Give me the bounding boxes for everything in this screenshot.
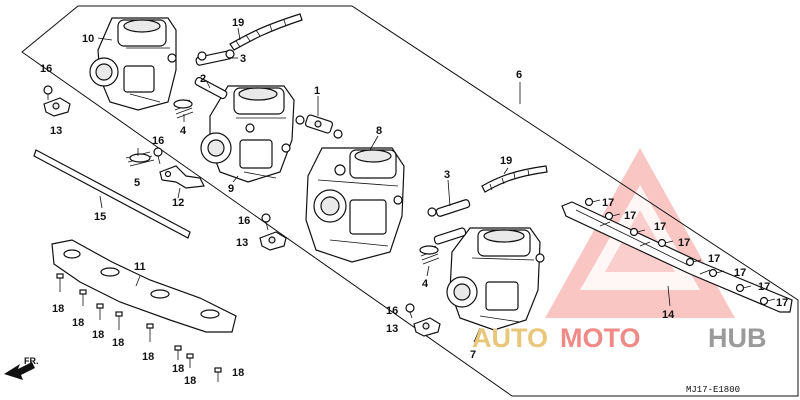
spring-4-top	[173, 99, 194, 119]
callout-4-mid: 4	[422, 278, 429, 290]
callout-17-c: 17	[654, 221, 666, 233]
screws-17	[584, 197, 776, 306]
callout-18-g: 18	[184, 375, 196, 387]
bolts-18	[56, 273, 222, 382]
bracket-plate-11	[51, 239, 237, 333]
callout-13-mid: 13	[236, 237, 248, 249]
callout-10: 10	[82, 33, 94, 45]
callout-17-f: 17	[734, 267, 746, 279]
joint-pipes-mid	[427, 199, 471, 245]
carburetor-9	[200, 85, 295, 183]
direction-label: FR.	[24, 356, 39, 366]
watermark-auto: AUTO	[472, 323, 548, 353]
callout-18-c: 18	[92, 329, 104, 341]
callout-16-b: 16	[238, 215, 250, 227]
callout-16-c: 16	[386, 305, 398, 317]
callout-9: 9	[228, 183, 234, 195]
callout-18-a: 18	[52, 303, 64, 315]
callout-5: 5	[134, 177, 140, 189]
callout-6: 6	[516, 69, 522, 81]
callout-4-top: 4	[180, 125, 187, 137]
callout-1: 1	[314, 85, 320, 97]
bracket-12	[159, 165, 205, 189]
callout-14: 14	[662, 309, 675, 321]
assembly-border	[21, 5, 799, 397]
holder-13-mid	[259, 231, 287, 251]
watermark-hub: HUB	[708, 323, 767, 353]
screw-16-a	[153, 147, 163, 165]
callout-7: 7	[470, 349, 476, 361]
diagram-code: MJ17-E1800	[686, 385, 740, 395]
fuel-hose-19-mid	[481, 165, 548, 193]
watermark-logo	[545, 148, 735, 318]
callout-2: 2	[200, 73, 206, 85]
callout-16-top: 16	[40, 63, 52, 75]
callout-19-mid: 19	[500, 155, 512, 167]
spring-5	[125, 151, 155, 167]
callout-18-f: 18	[172, 363, 184, 375]
carburetor-7	[446, 227, 545, 331]
screw-16-c	[405, 303, 415, 319]
carburetor-10	[89, 17, 177, 111]
rod-15	[33, 149, 191, 239]
callout-19-top: 19	[232, 17, 244, 29]
callout-11: 11	[134, 261, 146, 273]
front-direction-arrow	[4, 362, 35, 380]
callout-17-e: 17	[708, 253, 720, 265]
spring-4-mid	[419, 245, 440, 265]
callout-17-g: 17	[758, 281, 770, 293]
stay-plate-14	[561, 201, 793, 313]
callout-17-a: 17	[602, 197, 614, 209]
callout-18-d: 18	[112, 337, 124, 349]
connector-assembly-1	[295, 114, 343, 139]
screw-16-b	[261, 213, 271, 231]
watermark-text: AUTO MOTO HUB	[472, 323, 767, 353]
callout-15: 15	[94, 211, 106, 223]
holder-13-top	[43, 97, 71, 117]
callout-3-top: 3	[240, 53, 246, 65]
watermark-moto: MOTO	[560, 323, 641, 353]
holder-13-bottom	[413, 317, 441, 337]
callout-8: 8	[376, 125, 382, 137]
carburetor-8	[305, 147, 405, 263]
callout-13-top: 13	[50, 125, 62, 137]
callout-labels: 1 2 3 3 4 4 5 6 7 8 9 10 11 12 13 13 13 …	[24, 17, 788, 395]
callout-17-d: 17	[678, 237, 690, 249]
callout-17-b: 17	[624, 210, 636, 222]
fuel-hose-19-top	[229, 13, 303, 51]
callout-12: 12	[172, 197, 184, 209]
callout-3-mid: 3	[444, 169, 450, 181]
joint-pipes-top	[194, 49, 235, 100]
callout-13-bottom: 13	[386, 323, 398, 335]
screw-16-top	[43, 85, 53, 100]
callout-18-h: 18	[232, 367, 244, 379]
callout-17-h: 17	[776, 297, 788, 309]
leader-lines	[97, 27, 671, 343]
callout-18-b: 18	[72, 317, 84, 329]
callout-18-e: 18	[142, 351, 154, 363]
callout-16-a: 16	[152, 135, 164, 147]
